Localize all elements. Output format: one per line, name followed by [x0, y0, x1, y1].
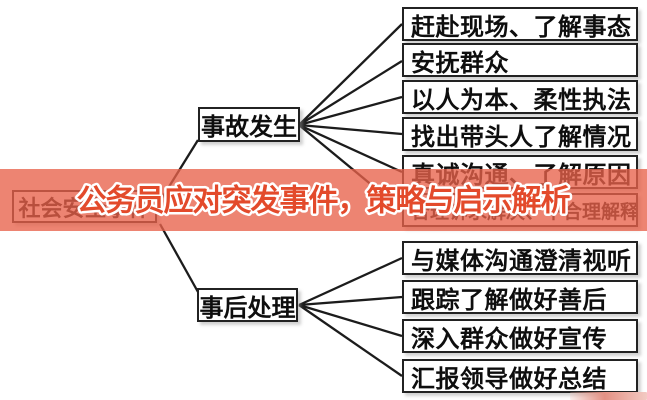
- leaf-label: 安抚群众: [411, 49, 509, 77]
- leaf-box-people-oriented: 以人为本、柔性执法: [402, 80, 638, 114]
- page-title: 公务员应对突发事件，策略与启示解析: [77, 184, 571, 218]
- leaf-box-calm-crowd: 安抚群众: [402, 43, 638, 77]
- branch-node-incident-occurs: 事故发生: [198, 107, 300, 142]
- leaf-box-report-summary: 汇报领导做好总结: [402, 359, 638, 393]
- leaf-box-rush-to-scene: 赶赴现场、了解事态: [402, 7, 638, 41]
- branch-node-label: 事后处理: [199, 294, 296, 322]
- watermark-sliver: [570, 392, 647, 400]
- leaf-label: 跟踪了解做好善后: [411, 286, 607, 314]
- leaf-label: 与媒体沟通澄清视听: [411, 247, 632, 275]
- branch-node-label: 事故发生: [201, 114, 297, 141]
- title-banner: [0, 169, 647, 231]
- leaf-label: 赶赴现场、了解事态: [411, 13, 632, 41]
- leaf-box-media-clarify: 与媒体沟通澄清视听: [402, 241, 638, 275]
- leaf-box-publicity: 深入群众做好宣传: [402, 319, 638, 353]
- leaf-box-find-leader: 找出带头人了解情况: [402, 117, 638, 151]
- leaf-label: 深入群众做好宣传: [411, 325, 607, 353]
- leaf-label: 汇报领导做好总结: [411, 365, 607, 393]
- leaf-box-follow-up: 跟踪了解做好善后: [402, 280, 638, 314]
- leaf-label: 找出带头人了解情况: [411, 123, 632, 151]
- leaf-label: 以人为本、柔性执法: [411, 86, 632, 114]
- branch-node-aftermath-handling: 事后处理: [197, 288, 298, 322]
